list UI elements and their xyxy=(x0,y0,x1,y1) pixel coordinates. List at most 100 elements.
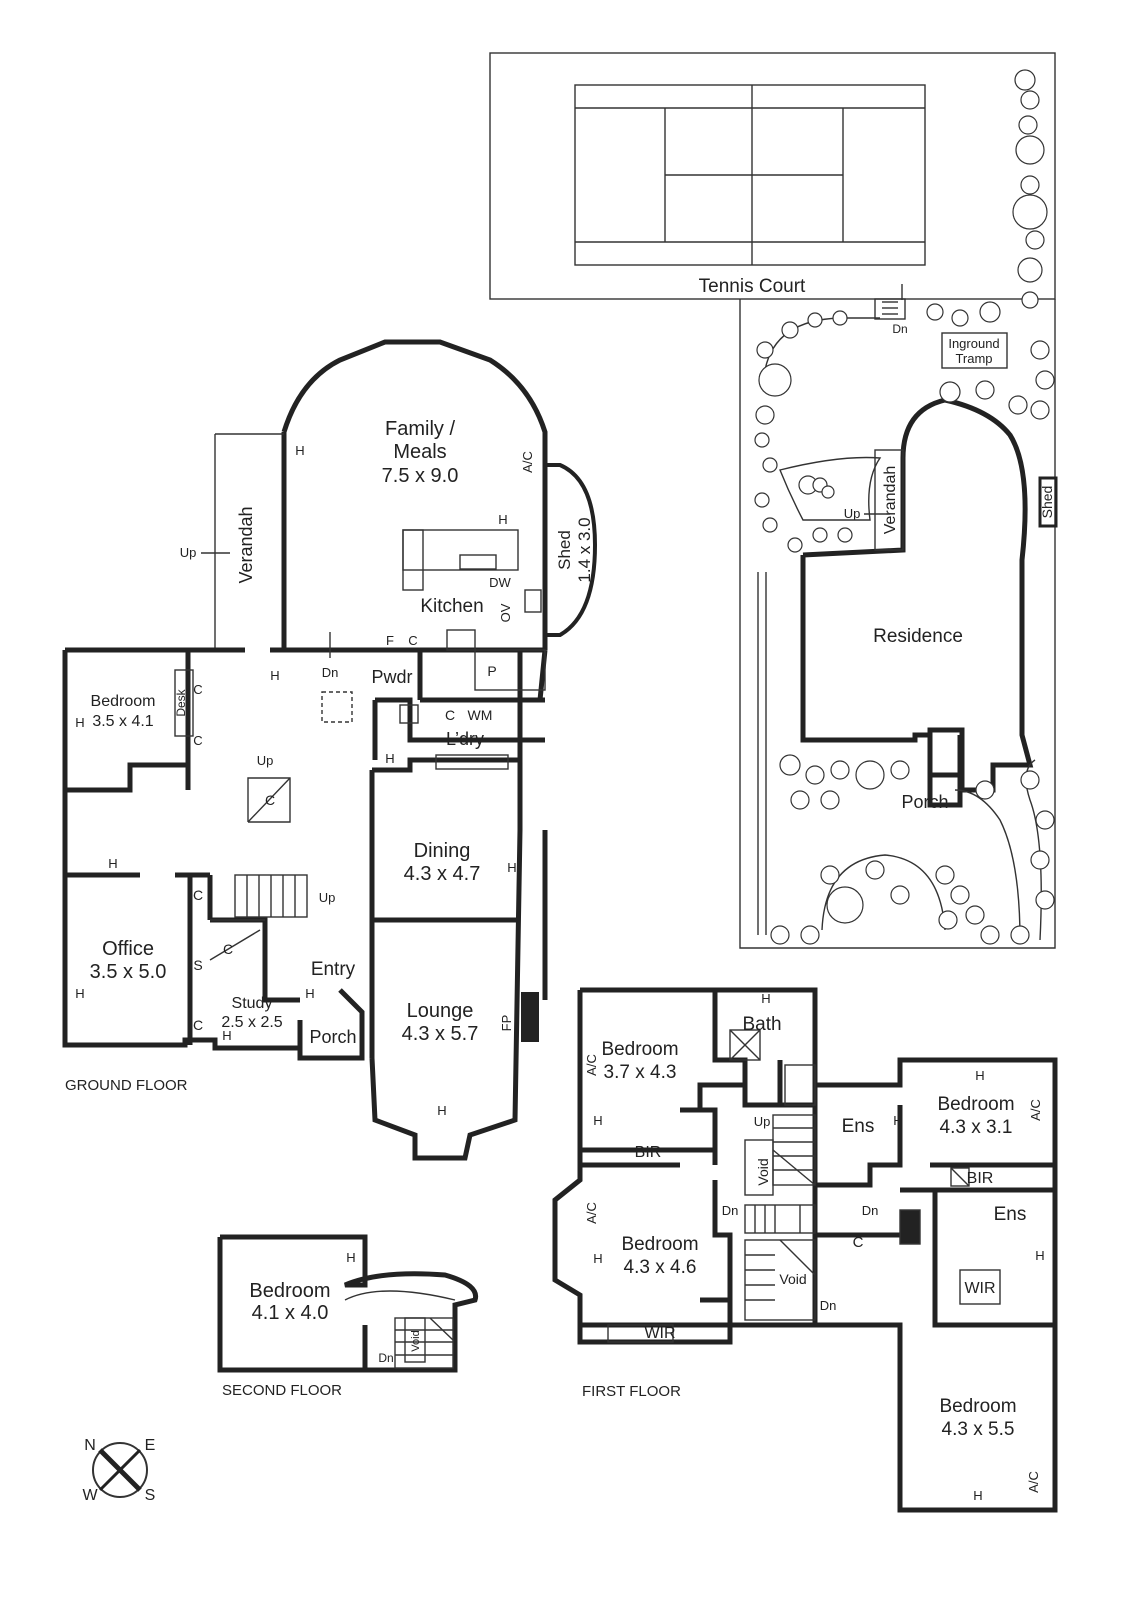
compass-west: W xyxy=(82,1487,98,1504)
shed-outline xyxy=(545,463,598,637)
pwdr-label: Pwdr xyxy=(371,667,412,687)
bed2-ac-label: A/C xyxy=(1028,1099,1043,1121)
study-label-1: Study xyxy=(232,995,273,1012)
bed4-heater-label: H xyxy=(973,1488,982,1503)
second-floor-stairs xyxy=(394,1317,454,1369)
site-shed-label: Shed xyxy=(1039,486,1055,519)
office-label-2: 3.5 x 5.0 xyxy=(90,961,167,983)
compass: N E W S xyxy=(82,1437,155,1504)
site-shed xyxy=(1038,476,1058,528)
second-bedroom-label-2: 4.1 x 4.0 xyxy=(252,1302,329,1324)
desk-label: Desk xyxy=(174,688,188,716)
office-heater-label: H xyxy=(108,856,117,871)
lounge-label-1: Lounge xyxy=(407,1000,474,1022)
second-dn-label: Dn xyxy=(378,1351,393,1365)
store-label: S xyxy=(193,957,202,973)
ground-bedroom-label-2: 3.5 x 4.1 xyxy=(92,713,153,730)
first-void-label-2: Void xyxy=(779,1271,806,1287)
ens-1-heater-label: H xyxy=(893,1113,902,1128)
site-trees xyxy=(754,69,1055,945)
office-label-1: Office xyxy=(102,938,154,960)
ldry-heater-label: H xyxy=(385,751,394,766)
ens-2-wir-label: WIR xyxy=(964,1280,995,1297)
hall-cupboard-label: C xyxy=(223,941,233,957)
bed3-heater-label: H xyxy=(593,1251,602,1266)
ens-2-label: Ens xyxy=(994,1204,1027,1225)
bed2-heater-label: H xyxy=(975,1068,984,1083)
residence-label: Residence xyxy=(873,626,963,647)
site-up-label: Up xyxy=(844,506,861,521)
shed-label-2: 1.4 x 3.0 xyxy=(575,517,594,582)
dining-label-2: 4.3 x 4.7 xyxy=(404,863,481,885)
first-up-label: Up xyxy=(754,1114,771,1129)
family-heater-label-2: H xyxy=(295,443,304,458)
ground-porch-label: Porch xyxy=(309,1027,356,1047)
wm-label: WM xyxy=(468,707,493,723)
laundry-label: L’dry xyxy=(446,729,484,749)
first-dn-label-1: Dn xyxy=(722,1203,739,1218)
dw-label: DW xyxy=(489,575,511,590)
study-cupboard-label: C xyxy=(193,1017,203,1033)
tennis-court-boundary xyxy=(489,52,1056,300)
first-floor-plan: Bedroom 3.7 x 4.3 A/C H H Bath BIR Void … xyxy=(552,987,1058,1513)
family-bay-wall xyxy=(281,339,548,650)
bed2-bir-label: BIR xyxy=(967,1170,994,1187)
laundry-cupboard-label: C xyxy=(445,707,455,723)
bedroom-heater-label: H xyxy=(75,715,84,730)
first-bedroom-4-label-2: 4.3 x 5.5 xyxy=(942,1419,1015,1440)
desk xyxy=(174,669,194,737)
bed3-ac-label: A/C xyxy=(584,1202,599,1224)
second-floor-title: SECOND FLOOR xyxy=(222,1382,342,1399)
tramp-label-1: Inground xyxy=(948,336,999,351)
first-dn-label-2: Dn xyxy=(862,1203,879,1218)
first-cupboard-label: C xyxy=(853,1234,864,1251)
bed1-bir-label: BIR xyxy=(635,1144,662,1161)
bath-label: Bath xyxy=(742,1014,781,1035)
site-boundary xyxy=(739,299,1056,949)
stair-cupboard-label: C xyxy=(265,792,275,808)
site-porch-label: Porch xyxy=(901,792,948,812)
kitchen-label: Kitchen xyxy=(420,596,483,617)
family-label-1: Family / xyxy=(385,418,455,440)
kitchen-cupboard-label: C xyxy=(408,633,417,648)
first-bedroom-2-label-1: Bedroom xyxy=(937,1094,1014,1115)
entry-stair-up-label: Up xyxy=(319,890,336,905)
lounge-wall xyxy=(369,650,523,1161)
compass-east: E xyxy=(145,1437,156,1454)
inground-tramp xyxy=(941,332,1008,369)
tennis-court-lines xyxy=(574,84,926,266)
hall-heater-label: H xyxy=(270,668,279,683)
dining-label-1: Dining xyxy=(414,840,471,862)
compass-north: N xyxy=(84,1437,96,1454)
shed-label-1: Shed xyxy=(555,530,574,570)
second-floor-plan: Bedroom 4.1 x 4.0 H Void Dn SECOND FLOOR xyxy=(217,1234,479,1399)
bed1-heater-label: H xyxy=(593,1113,602,1128)
first-void-label-1: Void xyxy=(755,1158,771,1185)
first-bedroom-3-label-2: 4.3 x 4.6 xyxy=(624,1257,697,1278)
study-heater-label: H xyxy=(222,1028,231,1043)
second-heater-label: H xyxy=(346,1250,355,1265)
first-bedroom-2-label-2: 4.3 x 3.1 xyxy=(940,1117,1013,1138)
site-verandah-label: Verandah xyxy=(882,466,899,535)
bedroom-robe-label-2: C xyxy=(193,733,202,748)
bedroom-robe-label: C xyxy=(193,682,202,697)
entry-heater-label: H xyxy=(305,986,314,1001)
first-bedroom-3-label-1: Bedroom xyxy=(621,1234,698,1255)
tennis-court-label: Tennis Court xyxy=(699,276,806,297)
site-dn-label: Dn xyxy=(892,322,907,336)
compass-south: S xyxy=(145,1487,156,1504)
entry-label: Entry xyxy=(311,959,356,980)
first-floor-outline xyxy=(552,987,1058,1513)
ground-dn-label: Dn xyxy=(322,665,339,680)
family-label-3: 7.5 x 9.0 xyxy=(382,465,459,487)
ens-1-label: Ens xyxy=(842,1116,875,1137)
fireplace-label: FP xyxy=(499,1015,514,1032)
second-bedroom-label-1: Bedroom xyxy=(249,1280,330,1302)
lounge-label-2: 4.3 x 5.7 xyxy=(402,1023,479,1045)
first-floor-stairs xyxy=(744,1114,816,1321)
bed4-ac-label: A/C xyxy=(1026,1471,1041,1493)
family-label-2: Meals xyxy=(393,441,446,463)
ground-bedroom-label-1: Bedroom xyxy=(91,693,156,710)
office-heater-label-2: H xyxy=(75,986,84,1001)
